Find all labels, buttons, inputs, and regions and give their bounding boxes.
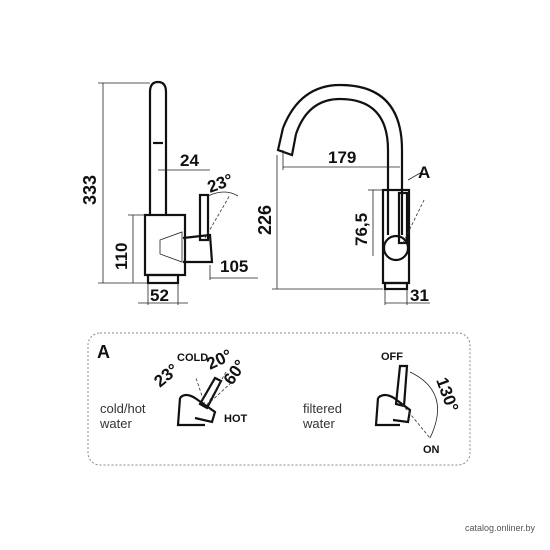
- side-view: 333 24 23° 110 105 52: [80, 80, 258, 305]
- marker-a-leader: [407, 171, 423, 181]
- detail-section-label: A: [97, 342, 110, 362]
- filter-swing: [401, 403, 431, 439]
- side-lever-hub: [182, 233, 214, 264]
- front-lever-hub: [382, 234, 410, 262]
- mixer-hot-label: HOT: [224, 413, 248, 425]
- filter-lever: [394, 364, 409, 408]
- detail-panel-border: [87, 332, 471, 466]
- mixer-caption-line2: water: [99, 416, 132, 431]
- side-lever-swing: [204, 194, 231, 239]
- dim-24-label: 24: [180, 151, 199, 170]
- dim-52-label: 52: [150, 286, 169, 305]
- dim-226-label: 226: [255, 205, 275, 235]
- marker-a: A: [418, 163, 430, 182]
- filter-angle: 130°: [432, 375, 462, 415]
- mixer-swing-right: [206, 381, 233, 406]
- side-body-inner: [159, 231, 183, 263]
- dim-76-label: 76,5: [352, 213, 371, 246]
- mixer-body: [179, 393, 217, 424]
- filter-off-label: OFF: [381, 351, 403, 363]
- front-aerator: [276, 127, 298, 157]
- mixer-angle-left: 23°: [150, 360, 182, 391]
- detail-panel: A cold/hot water COLD HOT 23° 20° 60° fi…: [87, 332, 471, 466]
- dim-110-label: 110: [112, 243, 131, 270]
- watermark: catalog.onliner.by: [465, 523, 536, 533]
- front-spout-inner: [294, 97, 390, 235]
- dim-333-label: 333: [80, 175, 100, 205]
- filter-caption-line1: filtered: [303, 401, 342, 416]
- mixer-body-edge: [176, 397, 205, 427]
- filter-body: [377, 393, 412, 424]
- side-body: [143, 213, 187, 277]
- dim-31-label: 31: [410, 286, 429, 305]
- side-lever: [198, 193, 210, 242]
- filter-arc: [409, 371, 438, 439]
- mixer-cold-label: COLD: [177, 352, 208, 364]
- dim-105-label: 105: [220, 257, 248, 276]
- filter-detail: filtered water OFF ON 130°: [302, 351, 462, 456]
- side-base: [146, 273, 180, 285]
- mixer-detail: cold/hot water COLD HOT 23° 20° 60°: [99, 345, 250, 431]
- side-spout-tube: [148, 80, 168, 215]
- front-spout-outer: [281, 83, 404, 235]
- front-view: 179 A 226 76,5 31: [255, 83, 430, 305]
- dim-23-arc: [207, 191, 239, 197]
- front-lever-swing: [402, 197, 426, 244]
- mixer-swing-cold: [206, 371, 227, 406]
- filter-on-label: ON: [423, 444, 440, 456]
- front-base: [383, 281, 409, 291]
- mixer-caption-line1: cold/hot: [100, 401, 146, 416]
- dim-179-label: 179: [328, 148, 356, 167]
- filter-caption-line2: water: [302, 416, 335, 431]
- filter-body-edge: [374, 397, 400, 427]
